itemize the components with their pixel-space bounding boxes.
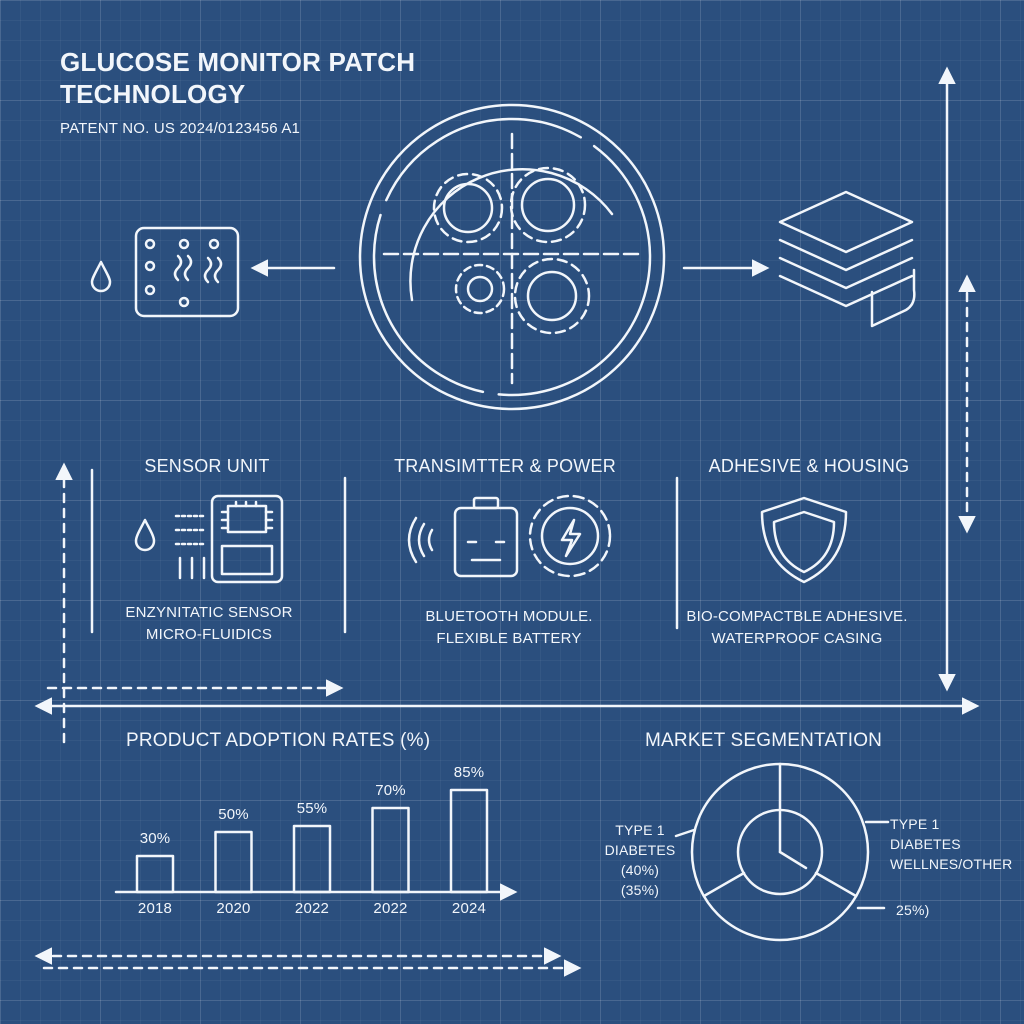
- page-title: GLUCOSE MONITOR PATCH TECHNOLOGY: [60, 46, 415, 110]
- transmitter-power-title: TRANSIMTTER & POWER: [394, 456, 616, 476]
- drop-icon: [90, 260, 112, 293]
- bar-value-label-4: 85%: [453, 764, 485, 781]
- title-line-1: GLUCOSE MONITOR PATCH: [60, 47, 416, 77]
- pie-label-left: TYPE 1 DIABETES (40%) (35%): [598, 820, 682, 900]
- title-line-2: TECHNOLOGY: [60, 79, 246, 109]
- pie-label-right-bottom: 25%): [896, 902, 930, 918]
- adhesive-desc-line-1: BIO-COMPACTBLE ADHESIVE.: [686, 608, 908, 625]
- pie-right-line-3: WELLNES/OTHER: [890, 856, 1013, 872]
- bar-value-label-2: 55%: [296, 800, 328, 817]
- pie-label-right: TYPE 1 DIABETES WELLNES/OTHER: [890, 814, 1012, 874]
- pie-left-line-2: DIABETES: [604, 842, 676, 858]
- bar-value-label-3: 70%: [375, 782, 406, 799]
- sensor-unit-desc-line-2: MICRO-FLUIDICS: [145, 626, 273, 643]
- bar-category-label-4: 2024: [451, 900, 487, 917]
- transmitter-desc-line-2: FLEXIBLE BATTERY: [436, 630, 582, 647]
- sensor-unit-desc-line-1: ENZYNITATIC SENSOR: [125, 604, 293, 621]
- wireless-icon: [407, 516, 434, 564]
- bar-value-label-0: 30%: [139, 830, 171, 847]
- bar-4: [449, 788, 489, 894]
- pie-right-line-1: TYPE 1: [890, 816, 940, 832]
- bar-category-label-0: 2018: [137, 900, 173, 917]
- market-chart-title: MARKET SEGMENTATION: [645, 730, 883, 751]
- pie-left-line-4: (35%): [620, 882, 660, 898]
- layers-icon: [778, 190, 916, 328]
- shield-icon: [760, 496, 848, 584]
- sensor-drop-icon: [134, 518, 156, 552]
- sensor-unit-title: SENSOR UNIT: [144, 456, 270, 476]
- leader-left: [674, 828, 696, 838]
- adhesive-housing-title: ADHESIVE & HOUSING: [708, 456, 910, 476]
- patent-number: PATENT NO. US 2024/0123456 A1: [60, 120, 301, 137]
- bar-3: [371, 806, 410, 894]
- bar-category-label-2: 2022: [294, 900, 330, 917]
- bar-2: [292, 824, 332, 894]
- market-donut: [674, 762, 890, 942]
- bar-category-label-3: 2022: [373, 900, 408, 917]
- bar-value-label-1: 50%: [218, 806, 249, 823]
- adhesive-desc-line-2: WATERPROOF CASING: [711, 630, 883, 647]
- sensor-module-icon: [174, 494, 284, 584]
- transmitter-desc-line-1: BLUETOOTH MODULE.: [425, 608, 593, 625]
- dimension-lines: [34, 66, 980, 977]
- adhesive-housing-desc: BIO-COMPACTBLE ADHESIVE. WATERPROOF CASI…: [637, 606, 957, 650]
- power-gear-icon: [528, 494, 612, 578]
- bar-category-label-1: 2020: [216, 900, 251, 917]
- pie-left-line-3: (40%): [620, 862, 660, 878]
- transmitter-power-desc: BLUETOOTH MODULE. FLEXIBLE BATTERY: [349, 606, 669, 650]
- sensor-chip-icon: [134, 226, 240, 318]
- sensor-unit-desc: ENZYNITATIC SENSOR MICRO-FLUIDICS: [49, 602, 369, 646]
- battery-icon: [453, 496, 519, 578]
- pie-left-line-1: TYPE 1: [615, 822, 665, 838]
- bar-0: [135, 854, 175, 894]
- bar-series: [135, 788, 489, 894]
- gears-hub-icon: [358, 103, 666, 411]
- donut-divider-3: [702, 871, 746, 898]
- pie-right-line-2: DIABETES: [890, 836, 961, 852]
- adoption-chart-title: PRODUCT ADOPTION RATES (%): [126, 730, 431, 751]
- donut-center-hand-2: [778, 850, 808, 870]
- bar-1: [214, 830, 253, 894]
- donut-divider-2: [814, 871, 858, 898]
